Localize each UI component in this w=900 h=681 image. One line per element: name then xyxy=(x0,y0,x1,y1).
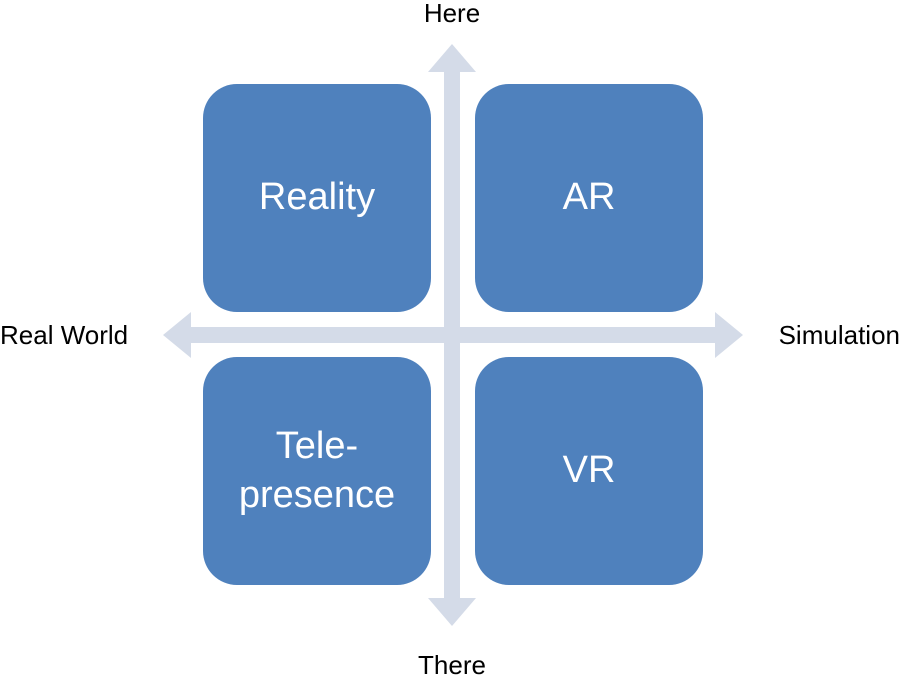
quadrant-telepresence-line1: Tele- xyxy=(275,424,359,467)
horizontal-axis-arrow xyxy=(163,312,743,358)
quadrant-vr-label: VR xyxy=(562,449,616,492)
axis-label-simulation: Simulation xyxy=(778,320,900,350)
axis-label-there: There xyxy=(418,650,486,680)
quadrant-telepresence-line2: presence xyxy=(238,474,396,516)
quadrant-reality: Reality xyxy=(203,84,431,312)
quadrant-vr: VR xyxy=(475,357,703,585)
quadrant-telepresence: Tele- presence xyxy=(203,357,431,585)
axis-label-real-world: Real World xyxy=(0,320,129,350)
quadrant-ar-label: AR xyxy=(562,176,616,219)
quadrant-reality-label: Reality xyxy=(258,176,376,219)
axis-label-here: Here xyxy=(423,0,481,28)
quadrant-ar: AR xyxy=(475,84,703,312)
